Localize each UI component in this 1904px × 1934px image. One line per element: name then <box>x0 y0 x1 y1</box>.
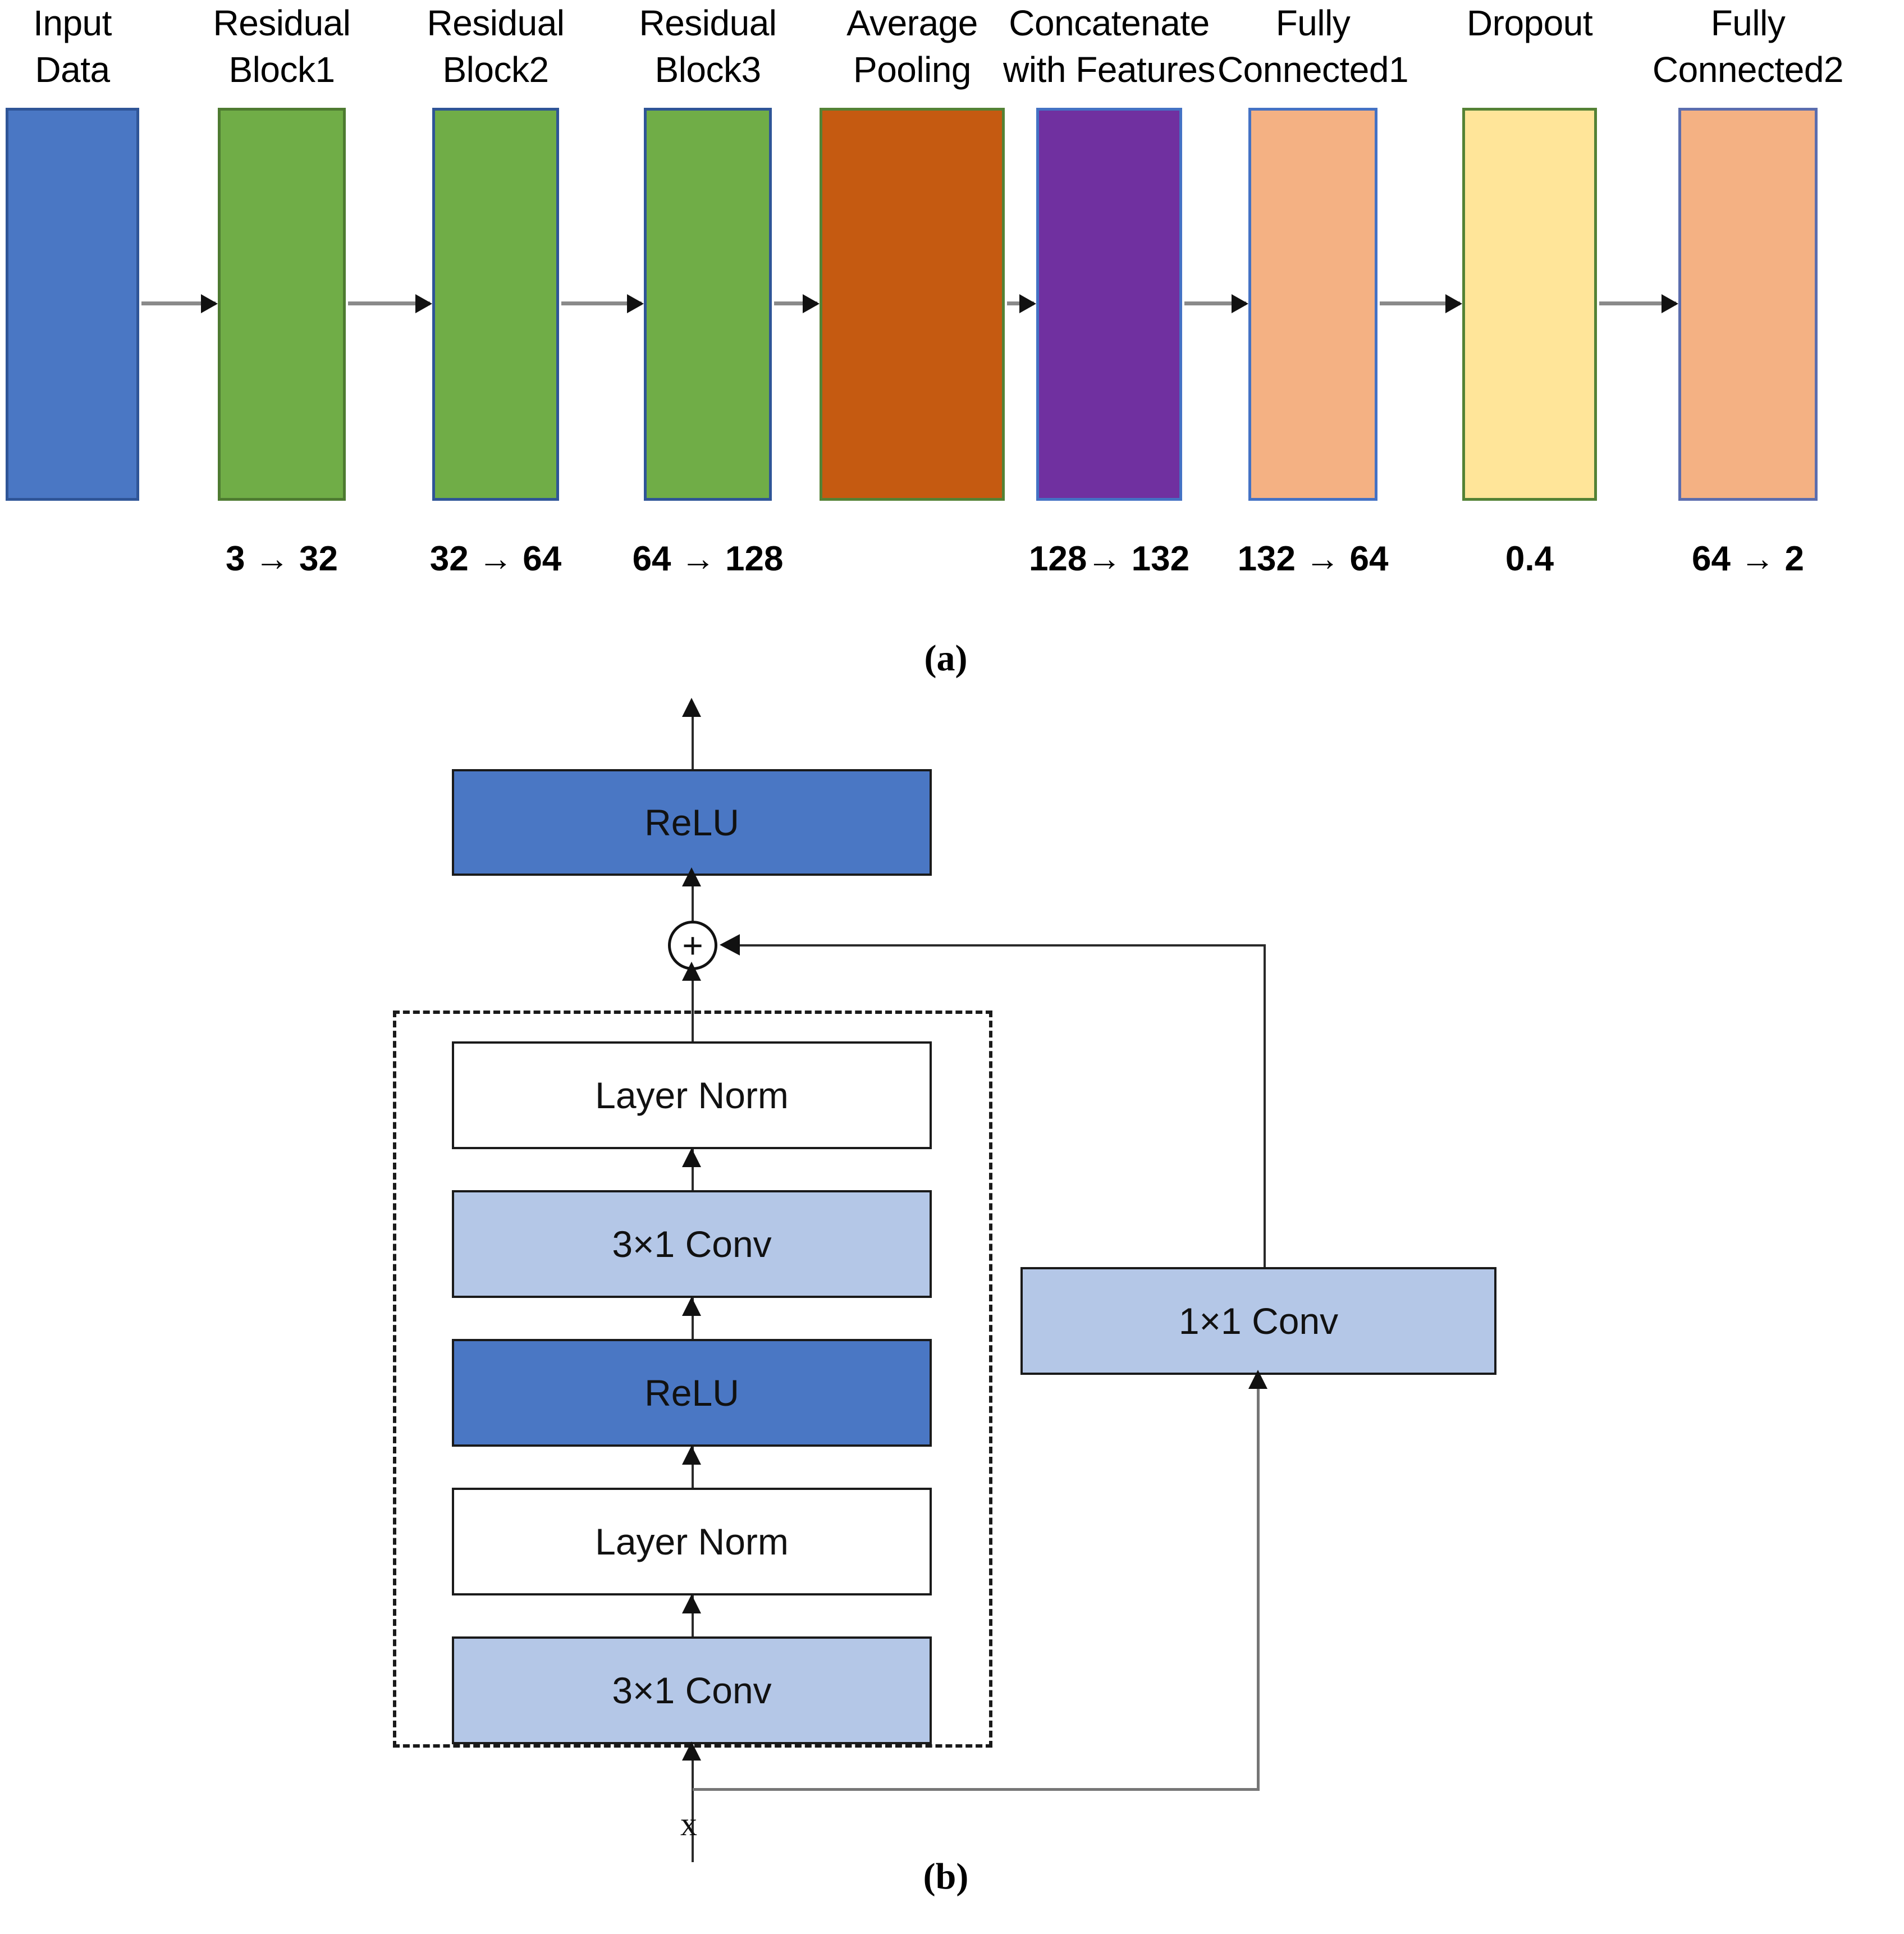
residual-inner-connector-arrowhead-1 <box>682 1148 701 1167</box>
pipeline-stage-5[interactable]: Average Pooling <box>820 0 1005 618</box>
pipeline-connector-arrow-1 <box>141 301 216 305</box>
pipeline-stage-label: Dropout <box>1466 3 1593 43</box>
pipeline-stage-dimension: 128→ 132 <box>1028 539 1190 578</box>
pipeline-stage-dimension: 0.4 <box>1505 539 1554 578</box>
pipeline-stage-dimension: 132 → 64 <box>1237 539 1389 578</box>
pipeline-stage-7[interactable]: Fully Connected1 132 → 64 <box>1218 0 1409 618</box>
residual-inner-connector-line-3 <box>692 1447 694 1488</box>
residual-inner-connector-line-4 <box>692 1595 694 1636</box>
residual-inner-connector-arrowhead-4 <box>682 1594 701 1613</box>
panel-a-letter: (a) <box>924 638 968 679</box>
pipeline-stage-box[interactable] <box>6 108 139 501</box>
residual-block-norm-1[interactable]: Layer Norm <box>452 1041 932 1149</box>
shortcut-arrowhead <box>720 934 740 955</box>
pipeline-stage-box[interactable] <box>218 108 346 501</box>
pipeline-stage-dimension: 64 → 128 <box>632 539 784 578</box>
pipeline-stage-dimension: 32 → 64 <box>429 539 562 578</box>
output-relu-block[interactable]: ReLU <box>452 769 932 876</box>
pipeline-stage-2[interactable]: Residual Block1 3 → 32 <box>213 0 351 618</box>
input-split-horizontal-line <box>693 1788 1260 1791</box>
shortcut-vertical-line <box>1264 944 1266 1267</box>
pipeline-stage-box[interactable] <box>1678 108 1818 501</box>
residual-block-conv-2[interactable]: 3×1 Conv <box>452 1190 932 1298</box>
input-arrowhead <box>682 1741 701 1761</box>
residual-block-label: Layer Norm <box>595 1075 789 1116</box>
residual-inner-connector-line-2 <box>692 1298 694 1339</box>
pipeline-stage-6[interactable]: Concatenate with Features 128→ 132 <box>1003 0 1215 618</box>
residual-block-label: 3×1 Conv <box>612 1223 772 1265</box>
pipeline-stage-label: Residual Block2 <box>427 3 565 90</box>
residual-block-label: 3×1 Conv <box>612 1670 772 1711</box>
pipeline-connector-arrow-2 <box>348 301 430 305</box>
residual-inner-connector-arrowhead-3 <box>682 1446 701 1465</box>
residual-block-label: Layer Norm <box>595 1521 789 1562</box>
shortcut-conv-input-arrowhead <box>1248 1370 1267 1389</box>
pipeline-stage-box[interactable] <box>1248 108 1377 501</box>
pipeline-stage-box[interactable] <box>1462 108 1597 501</box>
shortcut-horizontal-line <box>730 944 1266 947</box>
pipeline-connector-arrow-8 <box>1599 301 1676 305</box>
main-branch-to-add-line <box>692 970 694 1046</box>
pipeline-stage-1[interactable]: Input Data <box>6 0 139 618</box>
shortcut-conv-block[interactable]: 1×1 Conv <box>1020 1267 1496 1375</box>
pipeline-stage-label: Residual Block1 <box>213 3 351 90</box>
pipeline-stage-label: Residual Block3 <box>639 3 777 90</box>
pipeline-connector-arrow-6 <box>1184 301 1246 305</box>
residual-block-label: ReLU <box>644 1372 739 1414</box>
pipeline-stage-dimension: 3 → 32 <box>226 539 338 578</box>
residual-block-norm-4[interactable]: Layer Norm <box>452 1488 932 1595</box>
pipeline-stage-label: Concatenate with Features <box>1003 3 1215 90</box>
pipeline-stage-label: Fully Connected2 <box>1652 3 1844 90</box>
main-branch-to-add-arrowhead <box>682 962 701 981</box>
pipeline-connector-arrow-7 <box>1380 301 1460 305</box>
pipeline-connector-arrow-4 <box>774 301 817 305</box>
relu-to-add-arrowhead <box>682 867 701 886</box>
input-split-vertical-line <box>1257 1387 1260 1790</box>
pipeline-stage-dimension: 64 → 2 <box>1692 539 1804 578</box>
pipeline-stage-box[interactable] <box>820 108 1005 501</box>
pipeline-stage-3[interactable]: Residual Block2 32 → 64 <box>427 0 565 618</box>
input-vertical-line <box>692 1750 694 1862</box>
pipeline-stage-label: Fully Connected1 <box>1217 3 1409 90</box>
pipeline-stage-label: Average Pooling <box>846 3 978 90</box>
output-relu-label: ReLU <box>644 802 739 843</box>
input-x-label: x <box>680 1805 697 1842</box>
pipeline-stage-9[interactable]: Fully Connected2 64 → 2 <box>1653 0 1844 618</box>
pipeline-stage-8[interactable]: Dropout 0.4 <box>1462 0 1597 618</box>
residual-inner-connector-arrowhead-2 <box>682 1297 701 1316</box>
relu-to-add-line <box>692 876 694 943</box>
residual-block-relu-3[interactable]: ReLU <box>452 1339 932 1447</box>
output-arrow-line <box>692 706 694 774</box>
pipeline-stage-box[interactable] <box>1036 108 1182 501</box>
pipeline-stage-label: Input Data <box>33 3 112 90</box>
pipeline-connector-arrow-3 <box>561 301 642 305</box>
panel-b-letter: (b) <box>923 1856 969 1897</box>
add-symbol: + <box>682 925 703 966</box>
output-arrow-head <box>682 698 701 717</box>
shortcut-conv-label: 1×1 Conv <box>1178 1300 1339 1342</box>
pipeline-connector-arrow-5 <box>1007 301 1034 305</box>
pipeline-stage-box[interactable] <box>644 108 772 501</box>
residual-inner-connector-line-1 <box>692 1149 694 1190</box>
pipeline-stage-box[interactable] <box>432 108 559 501</box>
residual-block-conv-5[interactable]: 3×1 Conv <box>452 1636 932 1744</box>
pipeline-stage-4[interactable]: Residual Block3 64 → 128 <box>633 0 784 618</box>
